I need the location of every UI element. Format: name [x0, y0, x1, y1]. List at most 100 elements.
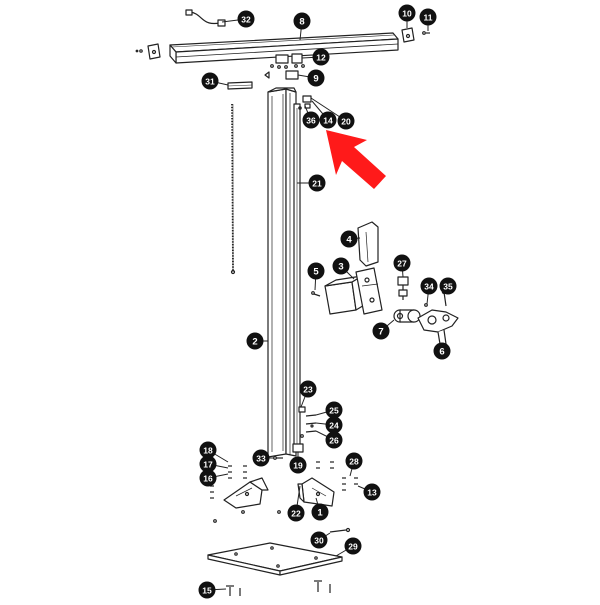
- callout-badge-25: 25: [325, 401, 343, 419]
- callout-circle: [325, 416, 343, 434]
- callout-circle: [340, 230, 358, 248]
- callout-badge-33: 33: [252, 449, 270, 467]
- drive-chain: [230, 103, 236, 275]
- callout-circle: [325, 401, 343, 419]
- callout-circle: [419, 8, 437, 26]
- callout-number: 27: [397, 258, 407, 268]
- callout-number: 9: [313, 73, 318, 84]
- callout-circle: [287, 504, 305, 522]
- callout-circle: [252, 449, 270, 467]
- callout-number: 35: [443, 281, 453, 291]
- callout-badge-20: 20: [337, 112, 355, 130]
- callout-circle: [398, 4, 416, 22]
- callout-badge-23: 23: [299, 380, 317, 398]
- callout-number: 33: [256, 453, 266, 463]
- callout-badge-36: 36: [302, 111, 320, 129]
- callout-badge-3: 3: [332, 257, 350, 275]
- callout-badge-11: 11: [419, 8, 437, 26]
- callout-number: 8: [299, 16, 304, 27]
- callout-circle: [344, 537, 362, 555]
- callout-circle: [199, 455, 217, 473]
- callout-circle: [289, 456, 307, 474]
- callout-circle: [299, 380, 317, 398]
- callout-circle: [310, 531, 328, 549]
- callout-circle: [345, 452, 363, 470]
- callout-badge-31: 31: [201, 72, 219, 90]
- callout-circle: [311, 503, 329, 521]
- callout-badge-6: 6: [433, 342, 451, 360]
- power-cable: [185, 9, 226, 27]
- callout-badge-7: 7: [372, 322, 390, 340]
- lower-column-hardware: [298, 406, 317, 438]
- callout-circle: [363, 483, 381, 501]
- callout-number: 15: [202, 585, 212, 595]
- left-fastener-stack: [210, 465, 247, 523]
- callout-circle: [332, 257, 350, 275]
- callout-badge-9: 9: [307, 69, 325, 87]
- callout-number: 5: [313, 266, 319, 277]
- callout-badge-4: 4: [340, 230, 358, 248]
- lever-assembly: [417, 289, 459, 345]
- callout-number: 31: [205, 76, 215, 86]
- callout-number: 4: [346, 234, 352, 245]
- callout-number: 23: [303, 384, 313, 394]
- callout-badge-19: 19: [289, 456, 307, 474]
- callout-badge-17: 17: [199, 455, 217, 473]
- top-rail-end-cap: [135, 43, 161, 60]
- callout-number: 10: [402, 8, 412, 18]
- callout-number: 12: [316, 52, 326, 62]
- callout-circle: [198, 581, 216, 599]
- top-guide-parts: [298, 95, 312, 110]
- end-screw: [422, 31, 430, 35]
- callout-badge-1: 1: [311, 503, 329, 521]
- callout-number: 30: [314, 535, 324, 545]
- callout-number: 28: [349, 456, 359, 466]
- callout-circle: [307, 262, 325, 280]
- callout-number: 17: [203, 459, 213, 469]
- callout-badge-30: 30: [310, 531, 328, 549]
- mount-bracket: [324, 267, 383, 315]
- left-corner-brace: [223, 477, 269, 509]
- callout-circle: [307, 69, 325, 87]
- callout-number: 26: [329, 435, 339, 445]
- callout-circle: [312, 48, 330, 66]
- callout-circle: [199, 469, 217, 487]
- callout-badge-27: 27: [393, 254, 411, 272]
- callout-number: 14: [323, 115, 333, 125]
- callout-circle: [302, 111, 320, 129]
- callout-badge-21: 21: [308, 174, 326, 192]
- callout-circle: [420, 277, 438, 295]
- callout-number: 3: [338, 261, 343, 272]
- callout-circle: [246, 332, 264, 350]
- callout-number: 22: [291, 508, 301, 518]
- collar: [393, 309, 421, 323]
- callout-badge-16: 16: [199, 469, 217, 487]
- callout-badge-8: 8: [293, 12, 311, 30]
- callout-number: 1: [317, 507, 323, 518]
- callout-number: 20: [341, 116, 351, 126]
- callout-circle: [433, 342, 451, 360]
- callout-number: 21: [312, 178, 322, 188]
- callout-number: 34: [424, 281, 434, 291]
- callout-circle: [237, 10, 255, 28]
- callout-number: 2: [252, 336, 257, 347]
- callout-badge-28: 28: [345, 452, 363, 470]
- callout-number: 36: [306, 115, 316, 125]
- callout-number: 11: [424, 12, 433, 22]
- callout-badge-32: 32: [237, 10, 255, 28]
- callout-number: 13: [367, 487, 377, 497]
- callout-number: 7: [378, 326, 383, 337]
- callout-circle: [439, 277, 457, 295]
- bracket-screw: [311, 291, 321, 297]
- callout-circle: [372, 322, 390, 340]
- callout-number: 6: [439, 346, 444, 357]
- callout-circle: [293, 12, 311, 30]
- top-rail: [169, 32, 399, 64]
- callout-badge-29: 29: [344, 537, 362, 555]
- callout-circle: [325, 431, 343, 449]
- callout-circle: [319, 111, 337, 129]
- callout-badge-18: 18: [199, 441, 217, 459]
- callout-badge-13: 13: [363, 483, 381, 501]
